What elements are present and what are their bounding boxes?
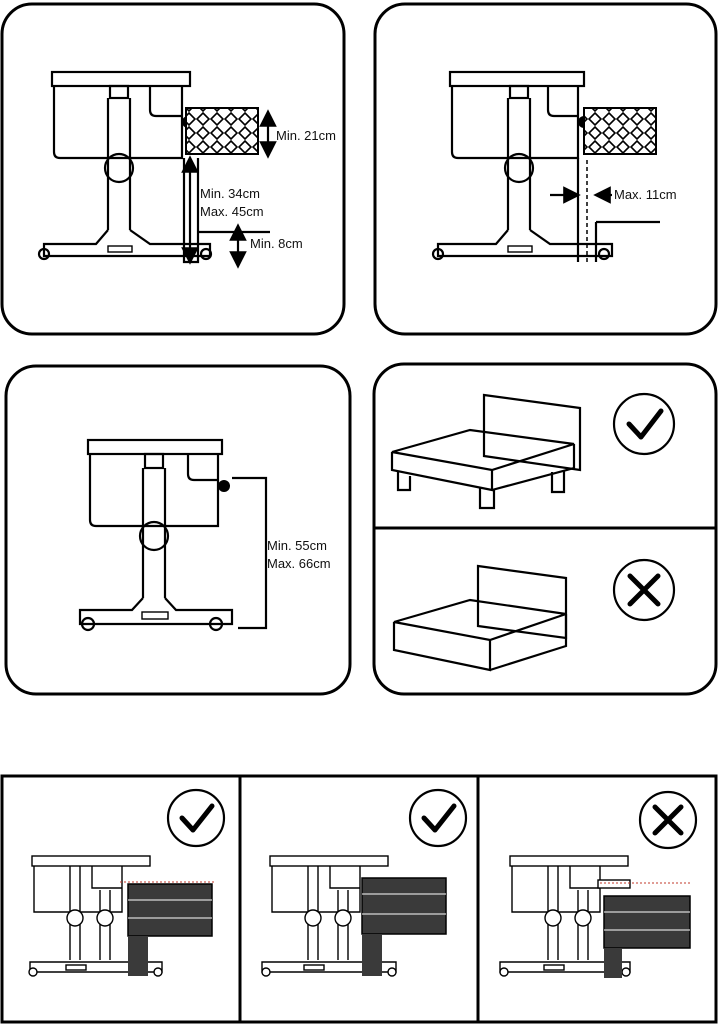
adult-mattress [583,107,657,155]
bedside-crib-diagram [431,70,614,261]
cross-icon [638,790,698,850]
max-66cm-label: Max. 66cm [267,556,331,571]
check-mark-badge [612,392,676,456]
adult-mattress [185,107,259,155]
panel-crib-height: Min. 55cm Max. 66cm [4,364,352,696]
panel-frame [373,2,718,336]
bedside-crib-diagram [78,438,234,632]
panel-frame [4,364,352,696]
check-icon [408,788,468,848]
max-11cm-label: Max. 11cm [614,187,677,202]
cross-mark-badge [612,558,676,622]
adult-mattress [127,883,213,937]
strip-frame [0,774,718,1024]
cross-icon [612,558,676,622]
panel-bed-types [372,362,718,696]
min-34cm-label: Min. 34cm [200,186,260,201]
panel-frame [0,2,346,336]
min-21cm-label: Min. 21cm [276,128,336,143]
panel-mattress-level [0,774,718,1024]
bed-solid-base-illustration [392,564,568,672]
adult-mattress [361,877,447,935]
panel-gap: Max. 11cm [373,2,718,336]
max-45cm-label: Max. 45cm [200,204,264,219]
check-icon [166,788,226,848]
min-8cm-label: Min. 8cm [250,236,303,251]
bed-with-legs-illustration [390,393,582,510]
check-icon [612,392,676,456]
adult-mattress [603,895,691,949]
level-example-1 [28,788,226,977]
bedside-crib-diagram [37,70,213,261]
level-example-2 [261,788,468,977]
panel-mattress-height: Min. 21cm Min. 34cm Max. 45cm Min. 8cm [0,2,346,336]
level-example-3 [499,790,698,978]
min-55cm-label: Min. 55cm [267,538,327,553]
